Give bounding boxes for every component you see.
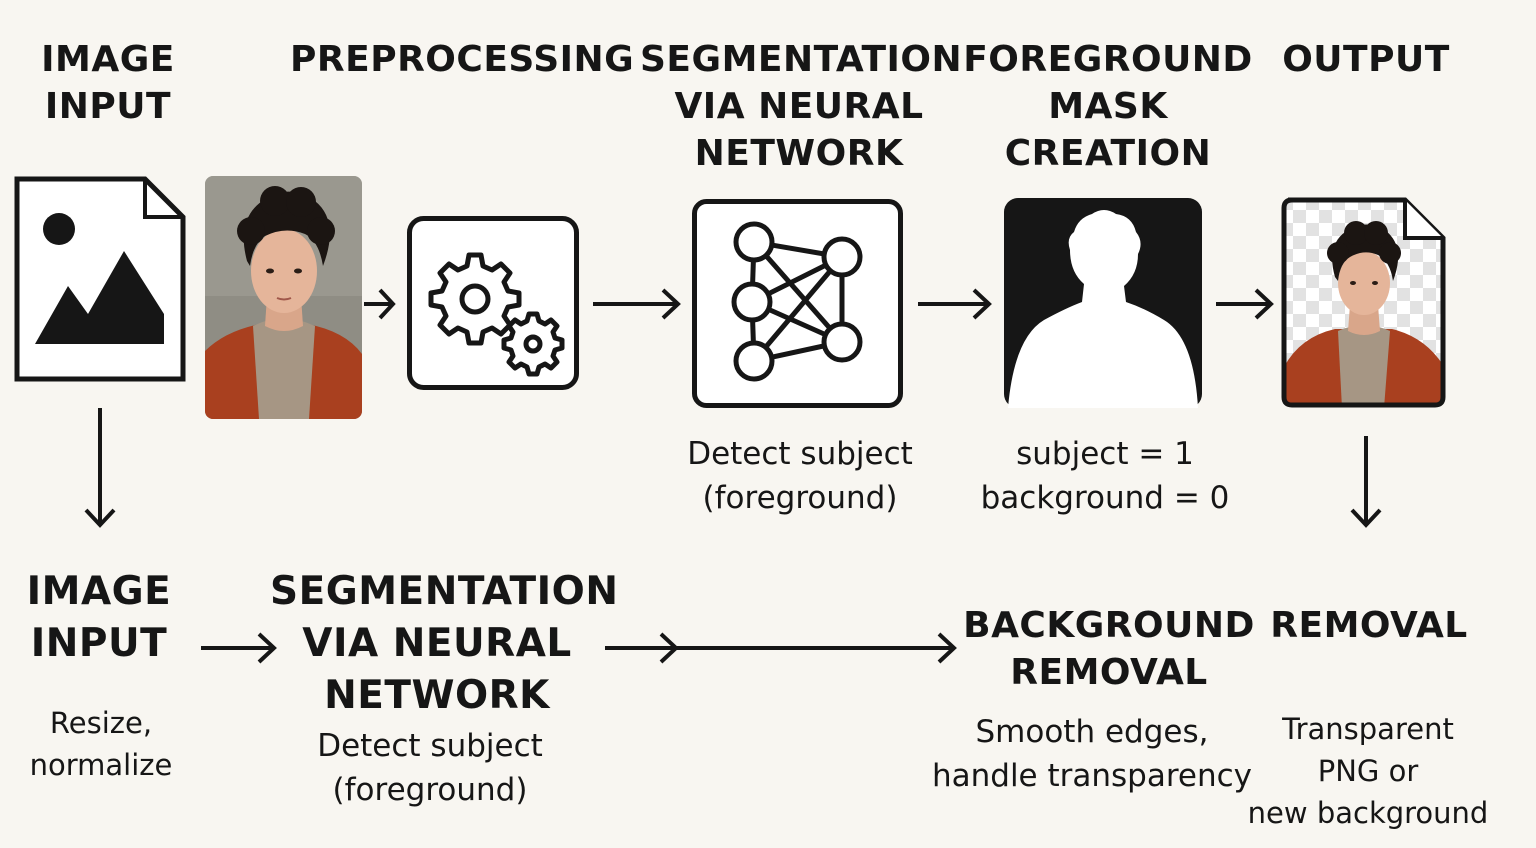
arrow-photo-to-preprocessing bbox=[364, 288, 396, 320]
bottom-description-image-input: Resize, normalize bbox=[29, 706, 173, 782]
portrait-photo bbox=[205, 176, 362, 419]
neural-network-icon bbox=[692, 199, 903, 408]
bottom-title-background-removal: BACKGROUND REMOVAL bbox=[963, 605, 1255, 693]
arrow-preprocessing-to-segmentation bbox=[593, 288, 681, 320]
silhouette-mask-icon bbox=[1004, 198, 1202, 408]
transparent-png-file-icon bbox=[1281, 197, 1446, 408]
arrow-mask-to-output bbox=[1216, 288, 1274, 320]
stage-title-preprocessing: PREPROCESSING bbox=[290, 39, 635, 80]
arrow-down-right bbox=[1350, 436, 1382, 528]
bottom-description-segmentation: Detect subject (foreground) bbox=[317, 728, 543, 808]
bottom-title-removal: REMOVAL bbox=[1270, 605, 1468, 646]
bottom-title-image-input: IMAGE INPUT bbox=[26, 569, 172, 666]
stage-title-segmentation: SEGMENTATION VIA NEURAL NETWORK bbox=[640, 39, 963, 174]
gears-icon bbox=[407, 216, 579, 390]
image-file-icon bbox=[14, 176, 186, 382]
stage-description-foreground-mask: subject = 1 background = 0 bbox=[980, 436, 1230, 516]
bottom-description-removal: Transparent PNG or new background bbox=[1247, 712, 1489, 830]
stage-title-foreground-mask: FOREGROUND MASK CREATION bbox=[963, 39, 1253, 174]
stage-description-segmentation: Detect subject (foreground) bbox=[687, 436, 913, 516]
stage-title-image-input: IMAGE INPUT bbox=[41, 39, 175, 127]
bottom-title-segmentation: SEGMENTATION VIA NEURAL NETWORK bbox=[270, 569, 619, 718]
arrow-segmentation-to-mask bbox=[918, 288, 992, 320]
arrow-bottom-input-to-segmentation bbox=[201, 632, 277, 664]
bottom-description-background-removal: Smooth edges, handle transparency bbox=[931, 714, 1253, 794]
stage-title-output: OUTPUT bbox=[1282, 39, 1450, 80]
arrow-down-left bbox=[84, 408, 116, 528]
arrow-bottom-segmentation-to-removal bbox=[605, 632, 957, 664]
